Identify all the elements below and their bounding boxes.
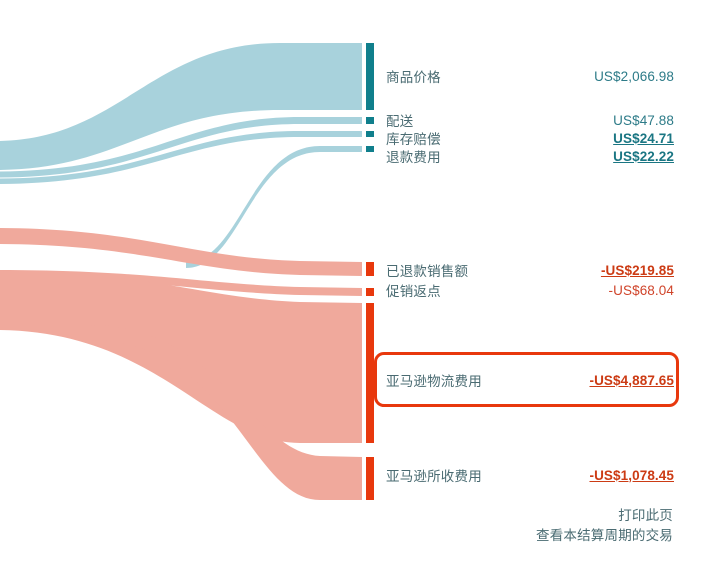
node-bar-fba-fees xyxy=(366,303,374,443)
flow-refunded-sales xyxy=(0,228,362,276)
node-bar-inventory-reimbursement xyxy=(366,131,374,137)
row-fba-fees[interactable]: 亚马逊物流费用 -US$4,887.65 xyxy=(386,370,674,390)
row-value-inventory-reimbursement[interactable]: US$24.71 xyxy=(613,130,674,146)
flow-product-charges xyxy=(0,43,362,170)
flow-amazon-fees xyxy=(90,325,362,500)
row-refund-fees: 退款费用 US$22.22 xyxy=(386,146,674,166)
node-bar-refund-fees xyxy=(366,146,374,152)
fba-fees-highlight-box xyxy=(374,352,679,407)
row-value-product-charges: US$2,066.98 xyxy=(594,68,674,84)
node-bar-promo-rebates xyxy=(366,288,374,296)
row-label-promo-rebates: 促销返点 xyxy=(386,284,441,299)
row-shipping: 配送 US$47.88 xyxy=(386,110,674,130)
row-label-refund-fees: 退款费用 xyxy=(386,150,441,165)
row-value-shipping: US$47.88 xyxy=(613,112,674,128)
row-value-refund-fees[interactable]: US$22.22 xyxy=(613,148,674,164)
row-amazon-fees: 亚马逊所收费用 -US$1,078.45 xyxy=(386,465,674,485)
row-label-product-charges: 商品价格 xyxy=(386,70,441,85)
view-transactions-link[interactable]: 查看本结算周期的交易 xyxy=(536,528,673,543)
row-value-refunded-sales[interactable]: -US$219.85 xyxy=(600,262,674,278)
flow-refund-fees xyxy=(186,146,362,268)
row-value-amazon-fees[interactable]: -US$1,078.45 xyxy=(589,467,674,483)
node-bars xyxy=(366,43,374,500)
row-inventory-reimbursement: 库存赔偿 US$24.71 xyxy=(386,128,674,148)
footer-links: 打印此页 查看本结算周期的交易 xyxy=(536,506,673,546)
positive-flows xyxy=(0,43,362,268)
row-label-inventory-reimbursement: 库存赔偿 xyxy=(386,132,441,147)
row-value-promo-rebates: -US$68.04 xyxy=(608,282,674,298)
row-label-amazon-fees: 亚马逊所收费用 xyxy=(386,469,482,484)
flow-inventory-reimbursement xyxy=(0,131,362,184)
row-product-charges: 商品价格 US$2,066.98 xyxy=(386,66,674,86)
row-value-fba-fees[interactable]: -US$4,887.65 xyxy=(589,372,674,388)
print-page-link[interactable]: 打印此页 xyxy=(618,508,673,523)
row-refunded-sales: 已退款销售额 -US$219.85 xyxy=(386,260,674,280)
node-bar-shipping xyxy=(366,117,374,124)
node-bar-amazon-fees xyxy=(366,457,374,500)
flow-shipping xyxy=(0,117,362,178)
row-label-refunded-sales: 已退款销售额 xyxy=(386,264,469,279)
row-label-shipping: 配送 xyxy=(386,114,414,129)
negative-flows xyxy=(0,228,362,500)
node-bar-product-charges xyxy=(366,43,374,110)
row-promo-rebates: 促销返点 -US$68.04 xyxy=(386,280,674,300)
node-bar-refunded-sales xyxy=(366,262,374,276)
row-label-fba-fees: 亚马逊物流费用 xyxy=(386,374,482,389)
